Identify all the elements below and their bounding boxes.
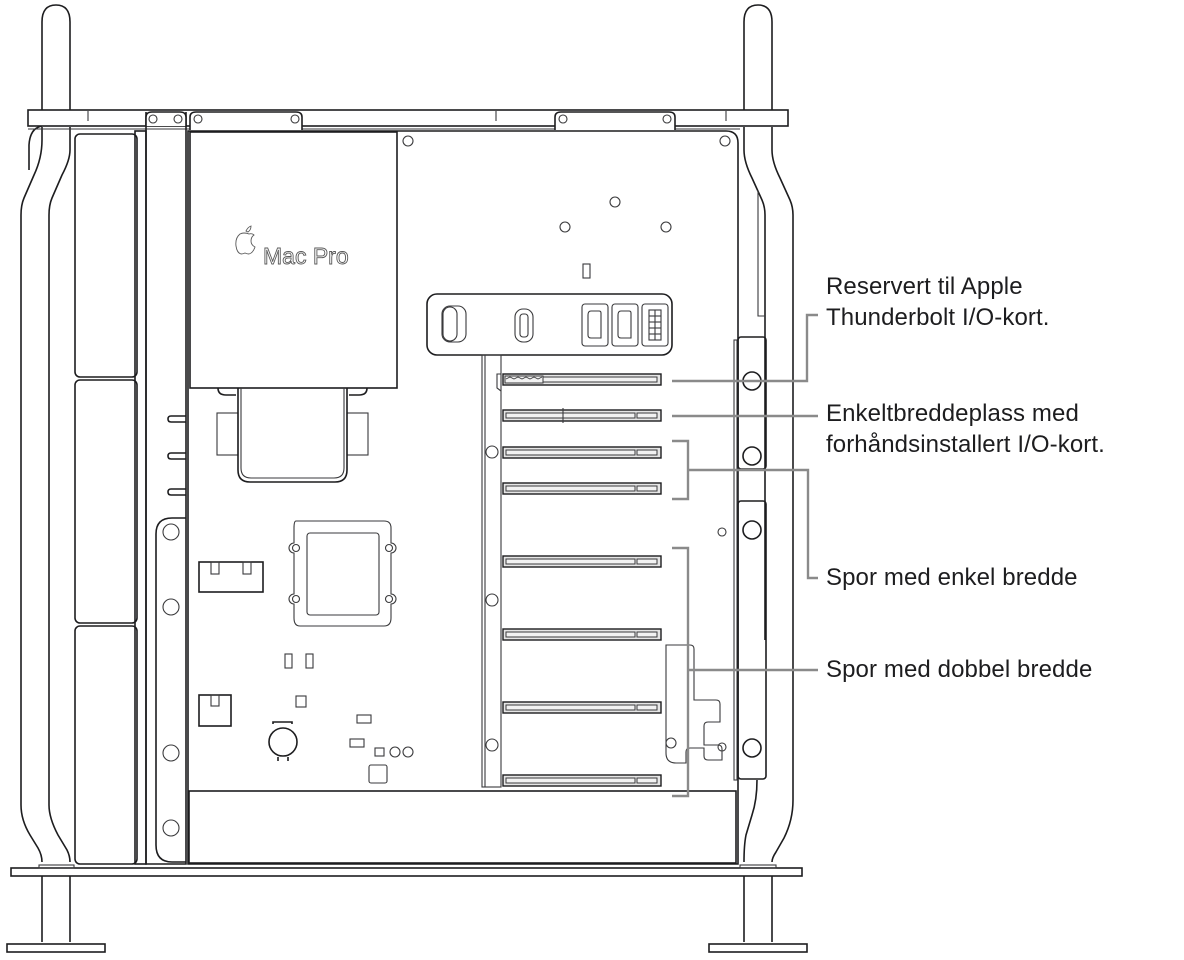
cpu-socket-area	[216, 388, 369, 483]
left-bracket	[134, 111, 187, 865]
displayport-icon	[581, 303, 609, 347]
pcie-slot-7	[502, 701, 662, 714]
callout-line: Reservert til Apple	[826, 273, 1023, 300]
bottom-rail	[10, 864, 803, 877]
usb-a-port-icon	[441, 305, 467, 343]
power-supply	[188, 790, 737, 864]
callout-line: Spor med enkel bredde	[826, 564, 1078, 591]
callout-double-width-slots: Spor med dobbel bredde	[826, 654, 1092, 685]
apple-logo-icon	[235, 225, 256, 255]
top-bracket-tab	[189, 111, 676, 130]
pcie-latch-bar	[717, 336, 767, 781]
displayport-icon	[611, 303, 639, 347]
pcie-slot-1	[496, 373, 662, 392]
callout-reserved-thunderbolt: Reservert til Apple Thunderbolt I/O-kort…	[826, 271, 1050, 333]
board-components	[198, 561, 414, 784]
pcie-slot-3	[502, 446, 662, 459]
chipset-bracket	[288, 520, 397, 627]
pcie-slot-8	[502, 774, 662, 787]
callout-line: forhåndsinstallert I/O-kort.	[826, 431, 1105, 458]
pcie-slot-2	[502, 408, 662, 423]
usb-c-port-icon	[514, 308, 534, 343]
left-frame-handle	[6, 4, 106, 953]
pcie-slot-4	[502, 482, 662, 495]
io-panel	[426, 293, 673, 356]
cpu-heatsink-cover: Mac Pro	[189, 131, 398, 396]
pcie-slot-5	[502, 555, 662, 568]
pcie-slot-6	[502, 628, 662, 641]
callout-line: Spor med dobbel bredde	[826, 656, 1093, 683]
callout-single-width-slots: Spor med enkel bredde	[826, 562, 1078, 593]
callout-single-width-preinstalled: Enkeltbreddeplass med forhåndsinstallert…	[826, 398, 1105, 460]
right-frame-handle	[708, 4, 808, 953]
fan-bays	[74, 133, 138, 865]
product-name: Mac Pro	[263, 243, 349, 269]
power-connector-icon	[641, 303, 669, 347]
pcie-cage	[481, 354, 723, 788]
callout-line: Thunderbolt I/O-kort.	[826, 304, 1050, 331]
callout-line: Enkeltbreddeplass med	[826, 400, 1079, 427]
callout-lines	[672, 313, 818, 798]
